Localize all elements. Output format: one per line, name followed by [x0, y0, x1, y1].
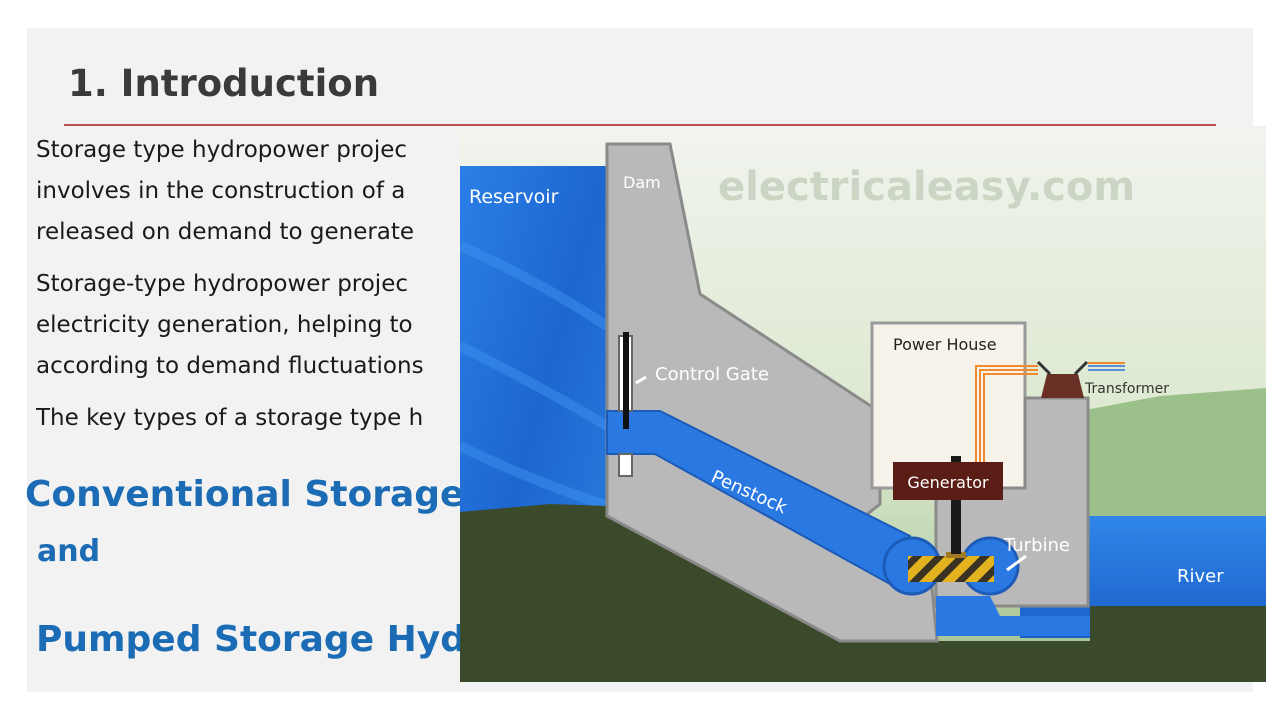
paragraph-line: The key types of a storage type h — [36, 405, 424, 431]
generator-box — [893, 462, 1003, 500]
paragraph-line: Storage-type hydropower projec — [36, 271, 408, 297]
paragraph-line: released on demand to generate — [36, 219, 415, 245]
reservoir-label: Reservoir — [469, 186, 559, 208]
turbine-hub — [946, 552, 966, 558]
hydropower-diagram: electricaleasy.com Generator — [460, 126, 1266, 682]
watermark-text: electricaleasy.com — [718, 164, 1135, 210]
transformer-label: Transformer — [1084, 381, 1169, 397]
control-gate-label: Control Gate — [655, 364, 769, 385]
paragraph-line: Storage type hydropower projec — [36, 137, 408, 163]
control-gate — [623, 332, 629, 429]
transformer-bushings — [1036, 360, 1089, 376]
generator-label: Generator — [907, 473, 989, 492]
paragraph-line: according to demand fluctuations — [36, 353, 424, 379]
gate-slot-lower — [618, 453, 633, 477]
control-gate-arrow — [635, 375, 647, 385]
power-cable-out — [1088, 365, 1125, 371]
ground-left — [460, 504, 607, 682]
ground-bottom — [607, 516, 1266, 682]
turbine-arrow — [1006, 554, 1027, 572]
title-underline — [64, 124, 1216, 126]
heading-conventional-storage: Conventional Storage — [25, 474, 465, 515]
transformer-box — [1041, 374, 1084, 398]
river-label: River — [1177, 566, 1224, 587]
power-house-label: Power House — [893, 335, 997, 354]
power-cable-orange — [975, 365, 1038, 462]
tailrace-water — [936, 596, 1090, 636]
water-ripples — [460, 241, 610, 511]
heading-pumped-storage: Pumped Storage Hyd — [36, 619, 467, 660]
paragraph-line: involves in the construction of a — [36, 178, 406, 204]
paragraph-line: electricity generation, helping to — [36, 312, 413, 338]
generator-shaft — [951, 456, 961, 554]
turbine-label: Turbine — [1003, 535, 1070, 556]
turbine-runner — [908, 556, 994, 582]
heading-and: and — [37, 534, 101, 569]
dam-label: Dam — [623, 173, 661, 192]
slide-title: 1. Introduction — [68, 62, 380, 105]
